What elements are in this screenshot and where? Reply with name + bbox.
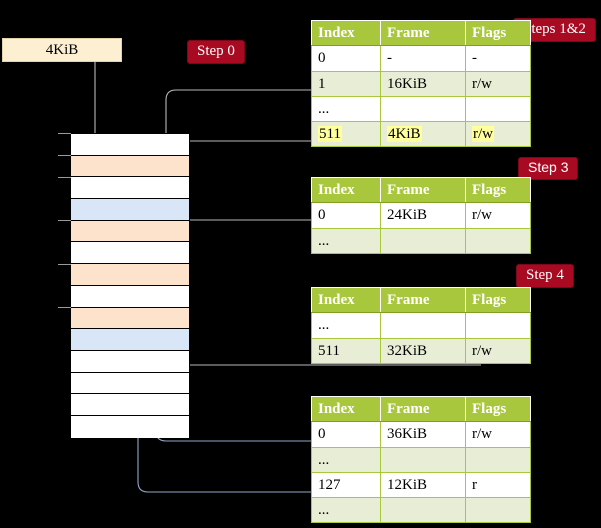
memory-frame-row: [71, 155, 189, 178]
cell-index: 511: [311, 120, 381, 148]
column-header-flags: Flags: [465, 395, 531, 423]
virtual-address-box: 4KiB: [2, 38, 122, 62]
table-row: ...: [311, 95, 531, 123]
badge-step-0: Step 0: [187, 40, 245, 64]
cell-frame: [380, 95, 466, 123]
memory-row-tick: [58, 264, 71, 265]
column-header-frame: Frame: [380, 176, 466, 204]
column-header-flags: Flags: [465, 286, 531, 314]
column-header-frame: Frame: [380, 286, 466, 314]
cell-frame: -: [380, 45, 466, 72]
cell-index: 0: [311, 421, 381, 448]
cell-frame: [380, 446, 466, 473]
cell-flags: r: [465, 471, 531, 499]
memory-frame-row: [71, 242, 189, 265]
cell-frame: 36KiB: [380, 421, 466, 448]
cell-index: ...: [311, 496, 381, 524]
cell-index: 127: [311, 471, 381, 499]
cell-index: 1: [311, 70, 381, 97]
badge-step-3: Step 3: [518, 157, 579, 180]
cell-index: 511: [311, 337, 381, 364]
cell-index: ...: [311, 446, 381, 473]
memory-frame-row: [71, 372, 189, 395]
cell-flags: r/w: [465, 70, 531, 97]
table-row: ...: [311, 312, 531, 339]
cell-flags: r/w: [465, 337, 531, 364]
highlighted-value: r/w: [472, 126, 494, 142]
cell-flags: [465, 95, 531, 123]
memory-row-tick: [58, 307, 71, 308]
column-header-flags: Flags: [465, 19, 531, 47]
badge-step-4: Step 4: [516, 264, 574, 288]
cell-frame: 24KiB: [380, 202, 466, 229]
column-header-frame: Frame: [380, 19, 466, 47]
physical-memory-column: [70, 133, 190, 438]
cell-flags: r/w: [465, 421, 531, 448]
memory-row-tick: [58, 133, 71, 134]
cell-flags: -: [465, 45, 531, 72]
cell-flags: [465, 312, 531, 339]
cell-frame: [380, 312, 466, 339]
column-header-frame: Frame: [380, 395, 466, 423]
memory-frame-row: [71, 199, 189, 221]
virtual-address-label: 4KiB: [45, 41, 79, 58]
cell-frame: 16KiB: [380, 70, 466, 97]
cell-index: 0: [311, 202, 381, 229]
table-row: ...: [311, 496, 531, 524]
memory-frame-row: [71, 394, 189, 416]
column-header-index: Index: [311, 19, 381, 47]
cell-index: ...: [311, 312, 381, 339]
cell-frame: [380, 227, 466, 254]
cell-flags: r/w: [465, 120, 531, 148]
cell-flags: r/w: [465, 202, 531, 229]
cell-frame: 12KiB: [380, 471, 466, 499]
column-header-flags: Flags: [465, 176, 531, 204]
memory-frame-row: [71, 264, 189, 286]
memory-frame-row: [71, 307, 189, 330]
memory-frame-row: [71, 134, 189, 156]
cell-index: ...: [311, 227, 381, 254]
highlighted-value: 511: [318, 126, 342, 142]
table-row: ...: [311, 446, 531, 473]
table-row: ...: [311, 227, 531, 254]
column-header-index: Index: [311, 395, 381, 423]
table-row: 0--: [311, 45, 531, 72]
cell-flags: [465, 227, 531, 254]
column-header-index: Index: [311, 176, 381, 204]
memory-frame-row: [71, 177, 189, 200]
cell-index: ...: [311, 95, 381, 123]
memory-frame-row: [71, 415, 189, 438]
cell-frame: [380, 496, 466, 524]
cell-frame: 32KiB: [380, 337, 466, 364]
cell-frame: 4KiB: [380, 120, 466, 148]
memory-row-tick: [58, 177, 71, 178]
cell-index: 0: [311, 45, 381, 72]
highlighted-value: 4KiB: [387, 126, 422, 142]
memory-frame-row: [71, 220, 189, 243]
memory-row-tick: [58, 220, 71, 221]
column-header-index: Index: [311, 286, 381, 314]
memory-row-tick: [58, 155, 71, 156]
cell-flags: [465, 496, 531, 524]
memory-frame-row: [71, 350, 189, 373]
cell-flags: [465, 446, 531, 473]
badge-steps-1-2: Steps 1&2: [513, 18, 596, 42]
memory-frame-row: [71, 285, 189, 308]
memory-frame-row: [71, 329, 189, 351]
table-row: 511 4KiB r/w: [311, 120, 531, 148]
